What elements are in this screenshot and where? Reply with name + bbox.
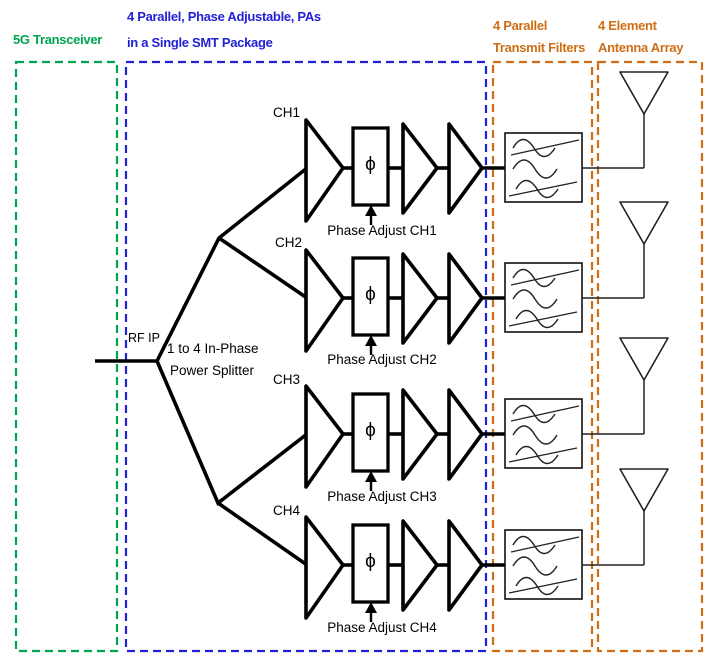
power-splitter-lines bbox=[95, 166, 309, 567]
filters-region-box bbox=[491, 60, 594, 653]
antenna-element-4 bbox=[581, 468, 669, 566]
transmit-filter-3 bbox=[504, 398, 583, 469]
transceiver-region-title: 5G Transceiver bbox=[13, 32, 103, 47]
channel-1-pa-chain bbox=[304, 118, 507, 227]
transmit-filter-4 bbox=[504, 529, 583, 600]
channel-1-label: CH1 bbox=[273, 105, 301, 120]
pa-package-title-line1: 4 Parallel, Phase Adjustable, PAs bbox=[127, 9, 321, 24]
transmit-filter-1 bbox=[504, 132, 583, 203]
filters-title-line2: Transmit Filters bbox=[493, 40, 586, 55]
antenna-array-region-box bbox=[596, 60, 704, 653]
antenna-element-1 bbox=[581, 71, 669, 169]
pa-package-region-box bbox=[124, 60, 488, 653]
antenna-element-2 bbox=[581, 201, 669, 299]
channel-2-label: CH2 bbox=[275, 235, 303, 250]
transceiver-region-box bbox=[14, 60, 119, 653]
channel-4-pa-chain bbox=[304, 515, 507, 624]
channel-4-label: CH4 bbox=[273, 503, 301, 518]
channel-3-pa-chain bbox=[304, 384, 507, 493]
pa-package-title-line2: in a Single SMT Package bbox=[127, 35, 273, 50]
rf-input-label: RF IP bbox=[128, 331, 160, 345]
splitter-label-line2: Power Splitter bbox=[170, 363, 255, 378]
antenna-element-3 bbox=[581, 337, 669, 435]
phi-symbol: ϕ bbox=[365, 420, 376, 441]
channel-2-pa-chain bbox=[304, 248, 507, 357]
splitter-label-line1: 1 to 4 In-Phase bbox=[167, 341, 259, 356]
channel-3-label: CH3 bbox=[273, 372, 301, 387]
phase-adjust-label-2: Phase Adjust CH2 bbox=[327, 352, 437, 367]
phase-adjust-label-4: Phase Adjust CH4 bbox=[327, 620, 437, 635]
antenna-array-title-line1: 4 Element bbox=[598, 18, 657, 33]
phase-adjust-label-1: Phase Adjust CH1 bbox=[327, 223, 437, 238]
transmit-filter-2 bbox=[504, 262, 583, 333]
antenna-array-title-line2: Antenna Array bbox=[598, 40, 684, 55]
filters-title-line1: 4 Parallel bbox=[493, 18, 548, 33]
phase-adjust-label-3: Phase Adjust CH3 bbox=[327, 489, 437, 504]
phi-symbol: ϕ bbox=[365, 284, 376, 305]
phi-symbol: ϕ bbox=[365, 551, 376, 572]
phi-symbol: ϕ bbox=[365, 154, 376, 175]
